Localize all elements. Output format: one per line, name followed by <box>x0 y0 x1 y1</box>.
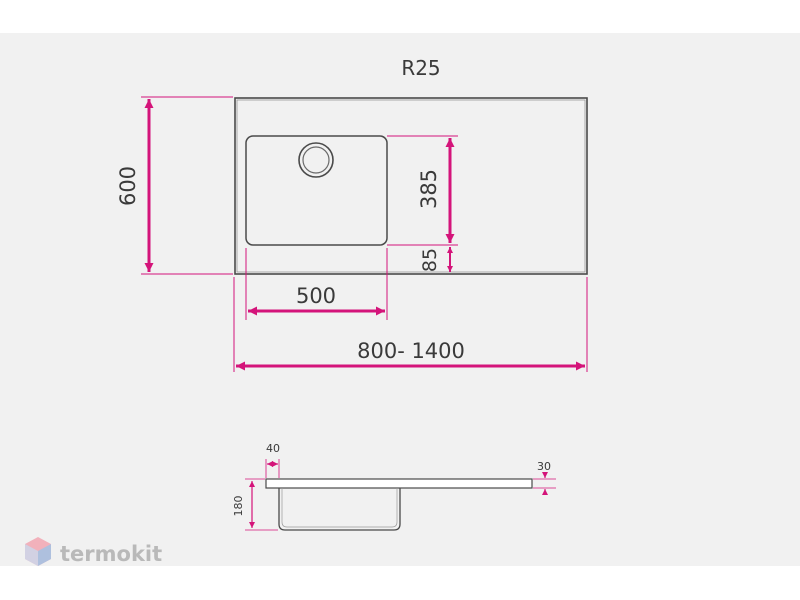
drawing-background <box>0 33 800 566</box>
hexagon-logo-icon <box>25 537 51 566</box>
rim-offset-label: 40 <box>266 442 280 455</box>
height-label: 180 <box>232 496 245 517</box>
brand-name: termokit <box>60 542 162 566</box>
radius-label: R25 <box>401 56 440 80</box>
side-bowl-profile-inner <box>281 488 398 528</box>
side-bowl-profile <box>278 488 401 531</box>
side-countertop-plate <box>265 478 533 489</box>
countertop-outline <box>234 97 588 275</box>
drain-inner-ring <box>302 146 330 174</box>
drain-icon <box>298 142 334 178</box>
total-width-label: 800- 1400 <box>357 339 465 363</box>
top-view: R25 600 385 85 500 800- 1400 <box>116 56 588 372</box>
bowl-width-label: 500 <box>296 284 336 308</box>
watermark-logo: termokit <box>25 537 162 566</box>
bowl-depth-label: 385 <box>417 169 441 209</box>
sink-bowl <box>245 135 388 246</box>
side-view: 40 30 180 <box>232 442 556 531</box>
thickness-label: 30 <box>537 460 551 473</box>
depth-label: 600 <box>116 166 140 206</box>
countertop-inner-edge <box>236 99 586 273</box>
bowl-offset-label: 85 <box>419 248 441 272</box>
